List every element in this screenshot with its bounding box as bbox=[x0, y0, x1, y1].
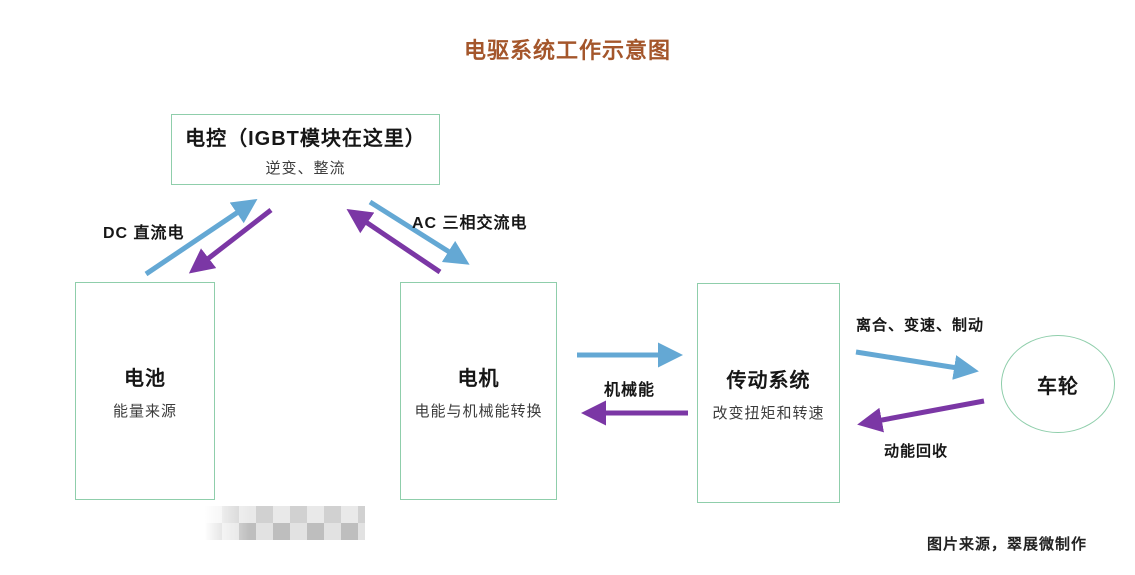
image-credit: 图片来源，翠展微制作 bbox=[926, 536, 1087, 553]
node-transmission-title: 传动系统 bbox=[726, 369, 811, 392]
page-title: 电驱系统工作示意图 bbox=[463, 38, 671, 63]
node-battery: 电池 能量来源 bbox=[75, 282, 215, 500]
edge-label-mechanical: 机械能 bbox=[604, 382, 656, 399]
edge-label-clutch-shift-brake: 离合、变速、制动 bbox=[856, 317, 985, 334]
node-motor-title: 电机 bbox=[457, 367, 500, 390]
edge-label-ac: AC 三相交流电 bbox=[412, 215, 528, 232]
edge-label-energy-recovery: 动能回收 bbox=[884, 443, 949, 460]
watermark-mosaic bbox=[205, 506, 365, 540]
node-transmission: 传动系统 改变扭矩和转速 bbox=[697, 283, 840, 503]
node-transmission-subtitle: 改变扭矩和转速 bbox=[712, 404, 825, 422]
node-controller-subtitle: 逆变、整流 bbox=[265, 159, 346, 177]
dc-arrow-controller-to-battery bbox=[188, 208, 273, 274]
node-battery-subtitle: 能量来源 bbox=[112, 402, 177, 420]
node-battery-title: 电池 bbox=[124, 367, 166, 390]
node-wheel-title: 车轮 bbox=[1037, 375, 1079, 398]
node-motor-subtitle: 电能与机械能转换 bbox=[414, 402, 543, 420]
arrow-wheel-to-transmission bbox=[857, 398, 985, 433]
edge-label-dc: DC 直流电 bbox=[103, 225, 185, 242]
node-controller-title: 电控（IGBT模块在这里） bbox=[185, 127, 426, 150]
node-motor: 电机 电能与机械能转换 bbox=[400, 282, 557, 500]
node-controller: 电控（IGBT模块在这里） 逆变、整流 bbox=[171, 114, 440, 185]
node-wheel: 车轮 bbox=[1001, 335, 1115, 433]
arrow-transmission-to-wheel bbox=[855, 349, 979, 380]
